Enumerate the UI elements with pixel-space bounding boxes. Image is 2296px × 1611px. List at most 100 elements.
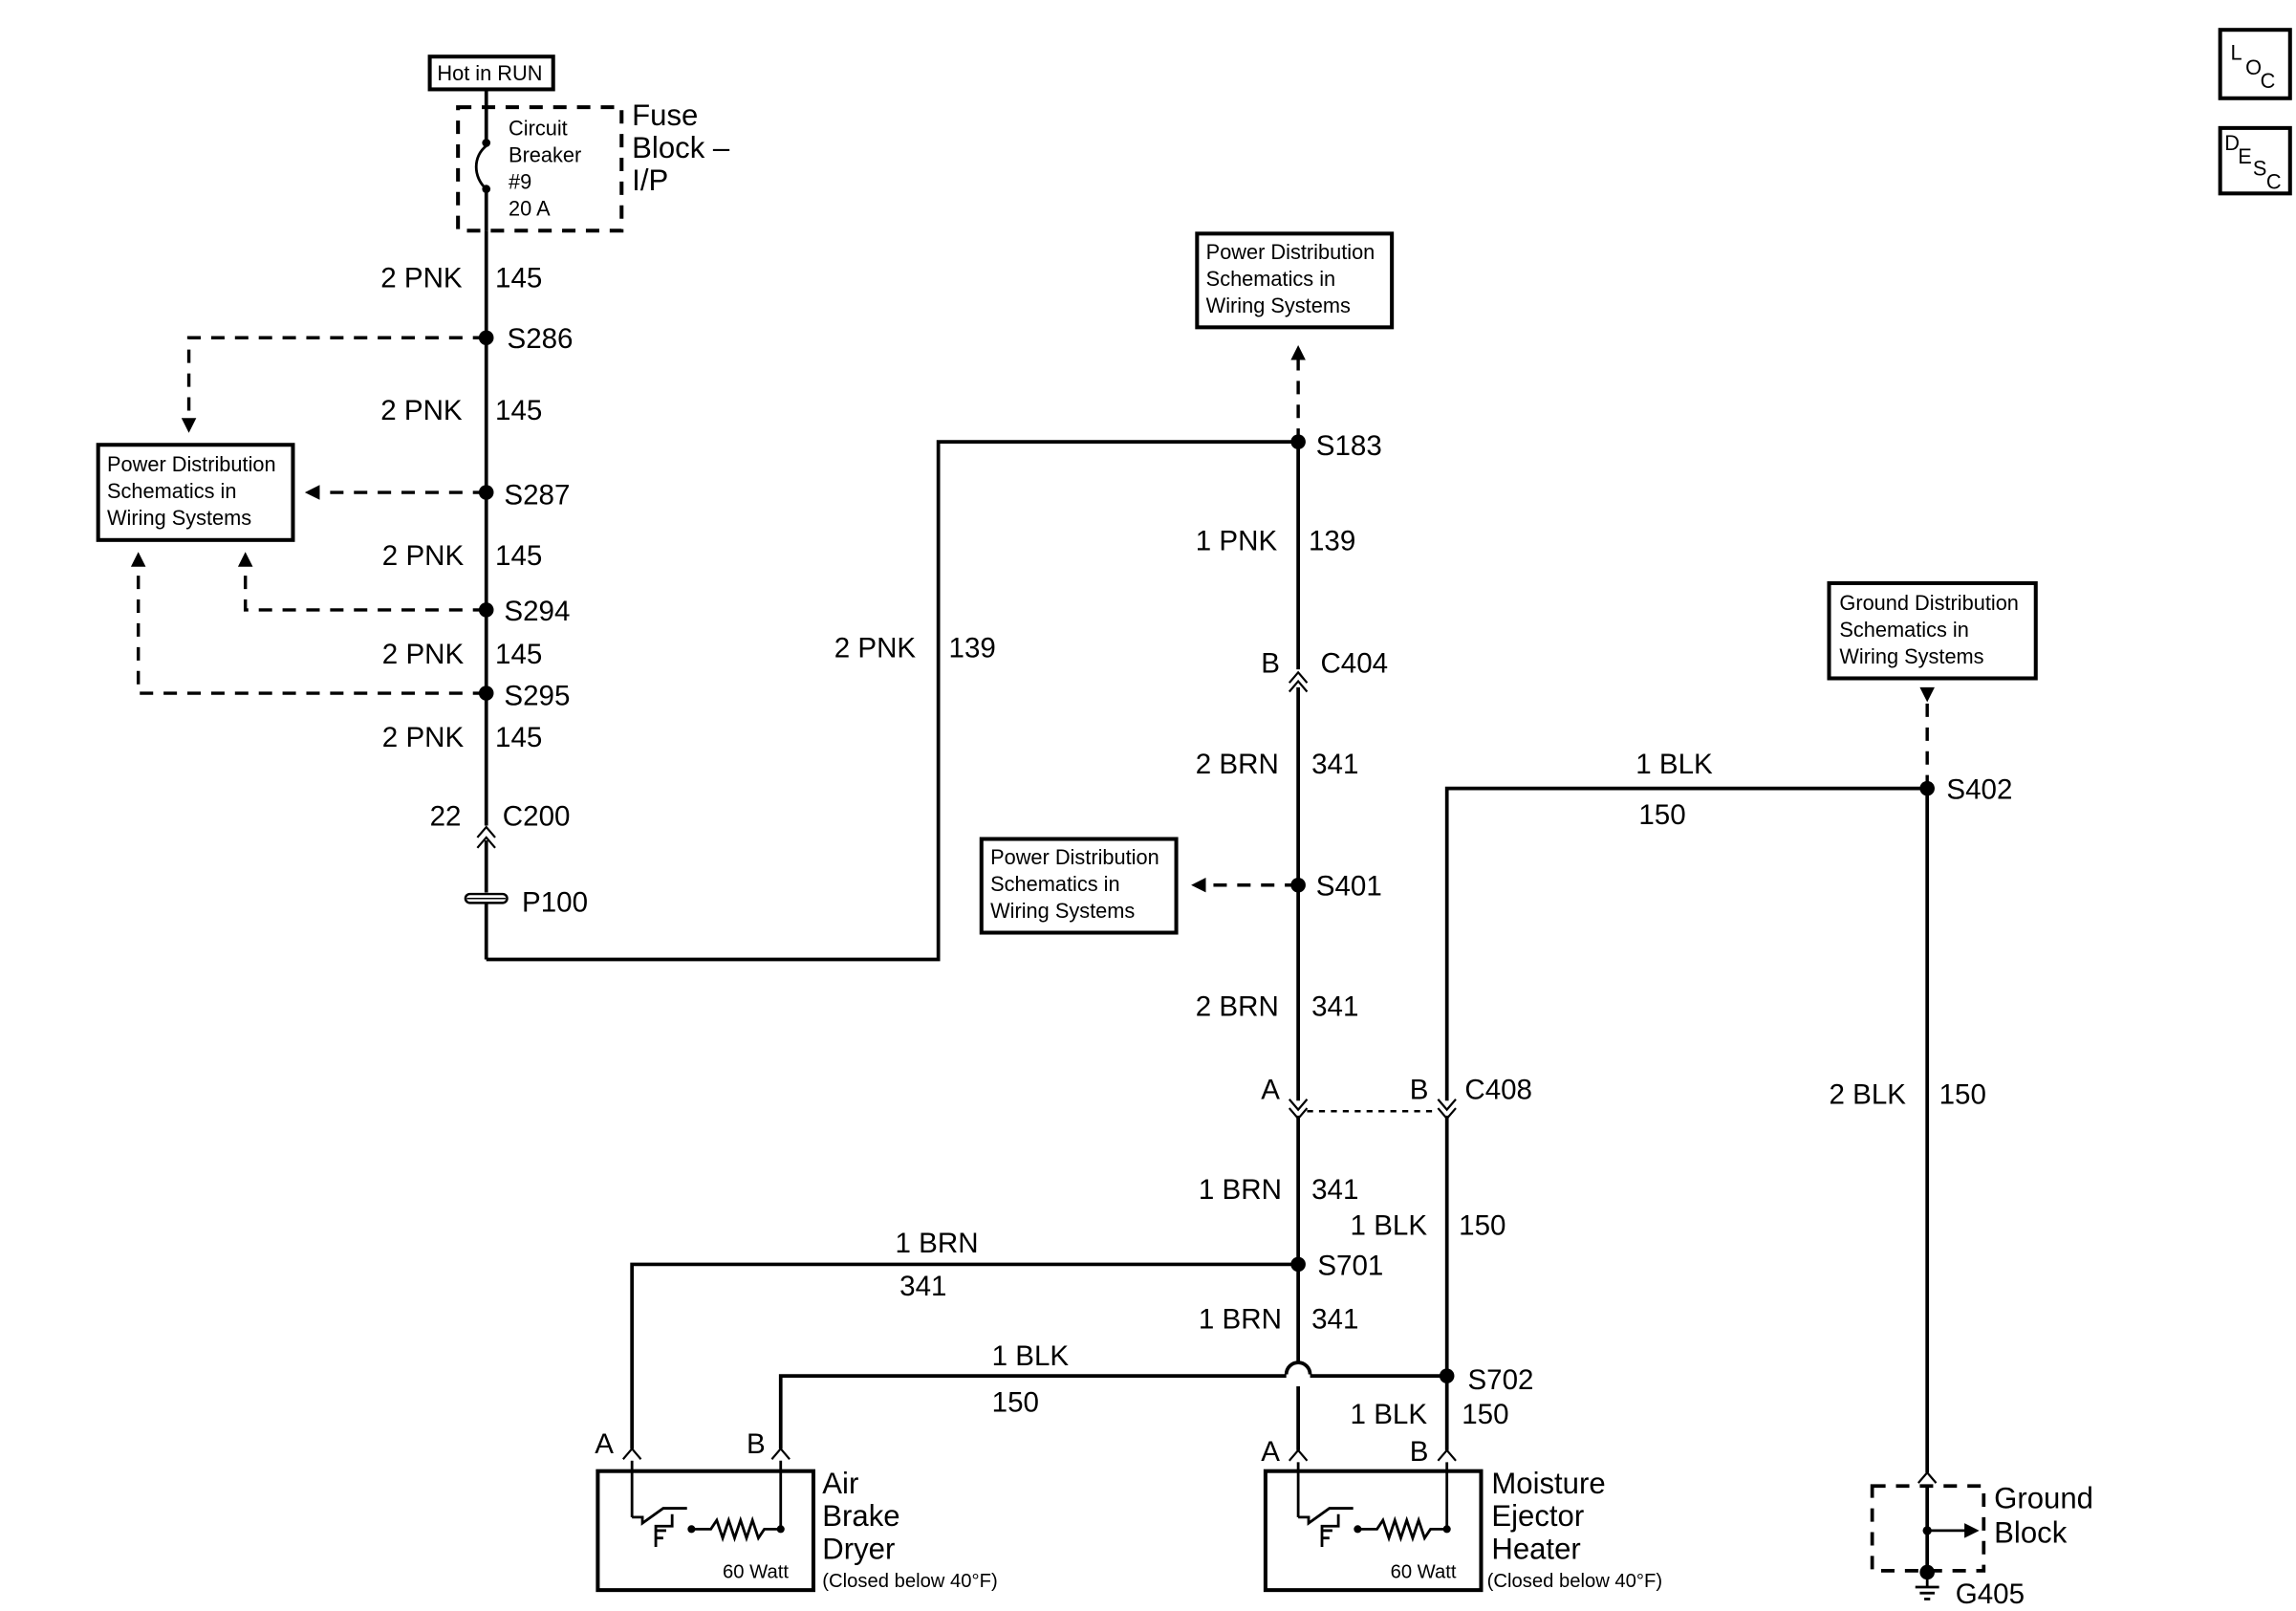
svg-text:Moisture: Moisture: [1491, 1467, 1605, 1500]
svg-text:341: 341: [1311, 1303, 1358, 1335]
svg-text:2 PNK: 2 PNK: [382, 540, 465, 572]
svg-text:C404: C404: [1320, 647, 1388, 679]
svg-text:2 PNK: 2 PNK: [382, 722, 465, 753]
power-distribution-ref-middle[interactable]: Power Distribution Schematics in Wiring …: [979, 837, 1179, 935]
svg-text:Wiring Systems: Wiring Systems: [990, 899, 1135, 923]
splice-s287: S287: [478, 479, 570, 511]
svg-text:1 BRN: 1 BRN: [1199, 1303, 1282, 1335]
svg-text:Schematics in: Schematics in: [1206, 267, 1335, 291]
svg-text:S702: S702: [1467, 1364, 1533, 1396]
svg-text:145: 145: [495, 540, 542, 572]
svg-text:Ejector: Ejector: [1491, 1499, 1584, 1533]
svg-text:Ground Distribution: Ground Distribution: [1839, 591, 2019, 615]
svg-text:Block: Block: [1994, 1515, 2068, 1549]
svg-text:C: C: [2266, 170, 2282, 194]
power-distribution-ref-left[interactable]: Power Distribution Schematics in Wiring …: [96, 443, 295, 542]
svg-text:Hot in RUN: Hot in RUN: [437, 61, 542, 85]
svg-text:22: 22: [430, 801, 462, 833]
svg-text:2 BRN: 2 BRN: [1196, 991, 1279, 1023]
svg-text:150: 150: [992, 1386, 1039, 1418]
svg-text:Heater: Heater: [1491, 1532, 1580, 1565]
svg-text:S402: S402: [1946, 773, 2012, 805]
hot-in-run-label: Hot in RUN: [427, 54, 555, 92]
svg-text:Wiring Systems: Wiring Systems: [1206, 294, 1351, 317]
svg-text:L: L: [2231, 40, 2242, 64]
svg-text:(Closed below 40°F): (Closed below 40°F): [1487, 1571, 1662, 1592]
svg-text:139: 139: [949, 633, 996, 664]
ground-distribution-ref[interactable]: Ground Distribution Schematics in Wiring…: [1827, 580, 2038, 681]
splice-s183: S183: [1290, 430, 1382, 462]
svg-text:Schematics in: Schematics in: [107, 479, 236, 503]
svg-text:I/P: I/P: [632, 163, 668, 197]
svg-text:Fuse: Fuse: [632, 98, 698, 132]
svg-text:Power Distribution: Power Distribution: [1206, 240, 1375, 264]
svg-text:A: A: [1261, 1075, 1280, 1106]
svg-text:1 BLK: 1 BLK: [1635, 749, 1713, 780]
svg-text:2 BRN: 2 BRN: [1196, 749, 1279, 780]
svg-text:B: B: [1410, 1075, 1429, 1106]
svg-text:Schematics in: Schematics in: [1839, 618, 1968, 642]
svg-text:139: 139: [1309, 526, 1355, 557]
svg-text:Brake: Brake: [822, 1499, 899, 1533]
loc-icon[interactable]: L O C: [2218, 28, 2292, 100]
svg-text:B: B: [747, 1428, 766, 1460]
svg-text:G405: G405: [1956, 1578, 2025, 1610]
svg-text:1 PNK: 1 PNK: [1196, 526, 1278, 557]
svg-text:Wiring Systems: Wiring Systems: [107, 506, 251, 530]
fuse-block-ip: Circuit Breaker #9 20 A Fuse Block – I/P: [456, 98, 730, 233]
svg-text:20 A: 20 A: [509, 197, 551, 221]
splice-s286: S286: [478, 323, 574, 355]
svg-text:S287: S287: [504, 479, 570, 511]
svg-text:Air: Air: [822, 1467, 858, 1500]
svg-text:O: O: [2245, 55, 2262, 79]
svg-text:E: E: [2238, 144, 2252, 168]
svg-text:S401: S401: [1316, 871, 1382, 903]
svg-text:145: 145: [495, 395, 542, 426]
svg-text:341: 341: [1311, 1174, 1358, 1206]
svg-text:2 PNK: 2 PNK: [380, 395, 463, 426]
svg-text:1 BLK: 1 BLK: [1351, 1399, 1428, 1430]
svg-text:Schematics in: Schematics in: [990, 872, 1119, 896]
svg-text:S286: S286: [507, 323, 573, 355]
svg-text:(Closed below 40°F): (Closed below 40°F): [822, 1571, 997, 1592]
svg-text:1 BLK: 1 BLK: [992, 1340, 1070, 1372]
svg-text:Block –: Block –: [632, 131, 730, 164]
svg-text:Wiring Systems: Wiring Systems: [1839, 644, 1983, 668]
svg-text:2 PNK: 2 PNK: [834, 633, 917, 664]
svg-text:150: 150: [1462, 1399, 1508, 1430]
svg-text:C: C: [2261, 69, 2276, 93]
connector-c408: A B C408: [1261, 1075, 1532, 1121]
passthrough-p100: P100: [464, 887, 588, 919]
svg-text:Circuit: Circuit: [509, 117, 568, 141]
splice-s401: S401: [1290, 871, 1382, 903]
svg-text:S: S: [2253, 157, 2267, 181]
svg-text:P100: P100: [522, 887, 588, 919]
svg-text:60 Watt: 60 Watt: [1391, 1562, 1457, 1583]
svg-text:2 BLK: 2 BLK: [1830, 1078, 1907, 1110]
svg-text:341: 341: [1311, 991, 1358, 1023]
svg-text:A: A: [595, 1428, 614, 1460]
svg-text:2 PNK: 2 PNK: [382, 639, 465, 670]
desc-icon[interactable]: D E S C: [2218, 125, 2292, 196]
svg-text:341: 341: [899, 1271, 946, 1302]
splice-s295: S295: [478, 680, 570, 711]
svg-text:145: 145: [495, 722, 542, 753]
splice-s294: S294: [478, 596, 570, 627]
svg-text:150: 150: [1459, 1209, 1505, 1241]
connector-c404: B C404: [1261, 647, 1388, 693]
svg-text:1 BRN: 1 BRN: [1199, 1174, 1282, 1206]
power-distribution-ref-top[interactable]: Power Distribution Schematics in Wiring …: [1195, 231, 1395, 330]
svg-text:C408: C408: [1464, 1075, 1532, 1106]
svg-text:Ground: Ground: [1994, 1482, 2093, 1515]
svg-text:A: A: [1261, 1436, 1280, 1468]
svg-text:Power Distribution: Power Distribution: [990, 845, 1159, 869]
svg-text:C200: C200: [503, 801, 571, 833]
moisture-ejector-heater: A B 60 Watt Moisture Ejector Heater (Clo…: [1261, 1436, 1662, 1593]
svg-text:145: 145: [495, 262, 542, 294]
splice-s402: S402: [1919, 773, 2012, 805]
svg-text:S294: S294: [504, 596, 570, 627]
svg-text:#9: #9: [509, 170, 531, 194]
splice-s702: S702: [1439, 1364, 1533, 1396]
ground-block: Ground Block: [1870, 1470, 2093, 1573]
